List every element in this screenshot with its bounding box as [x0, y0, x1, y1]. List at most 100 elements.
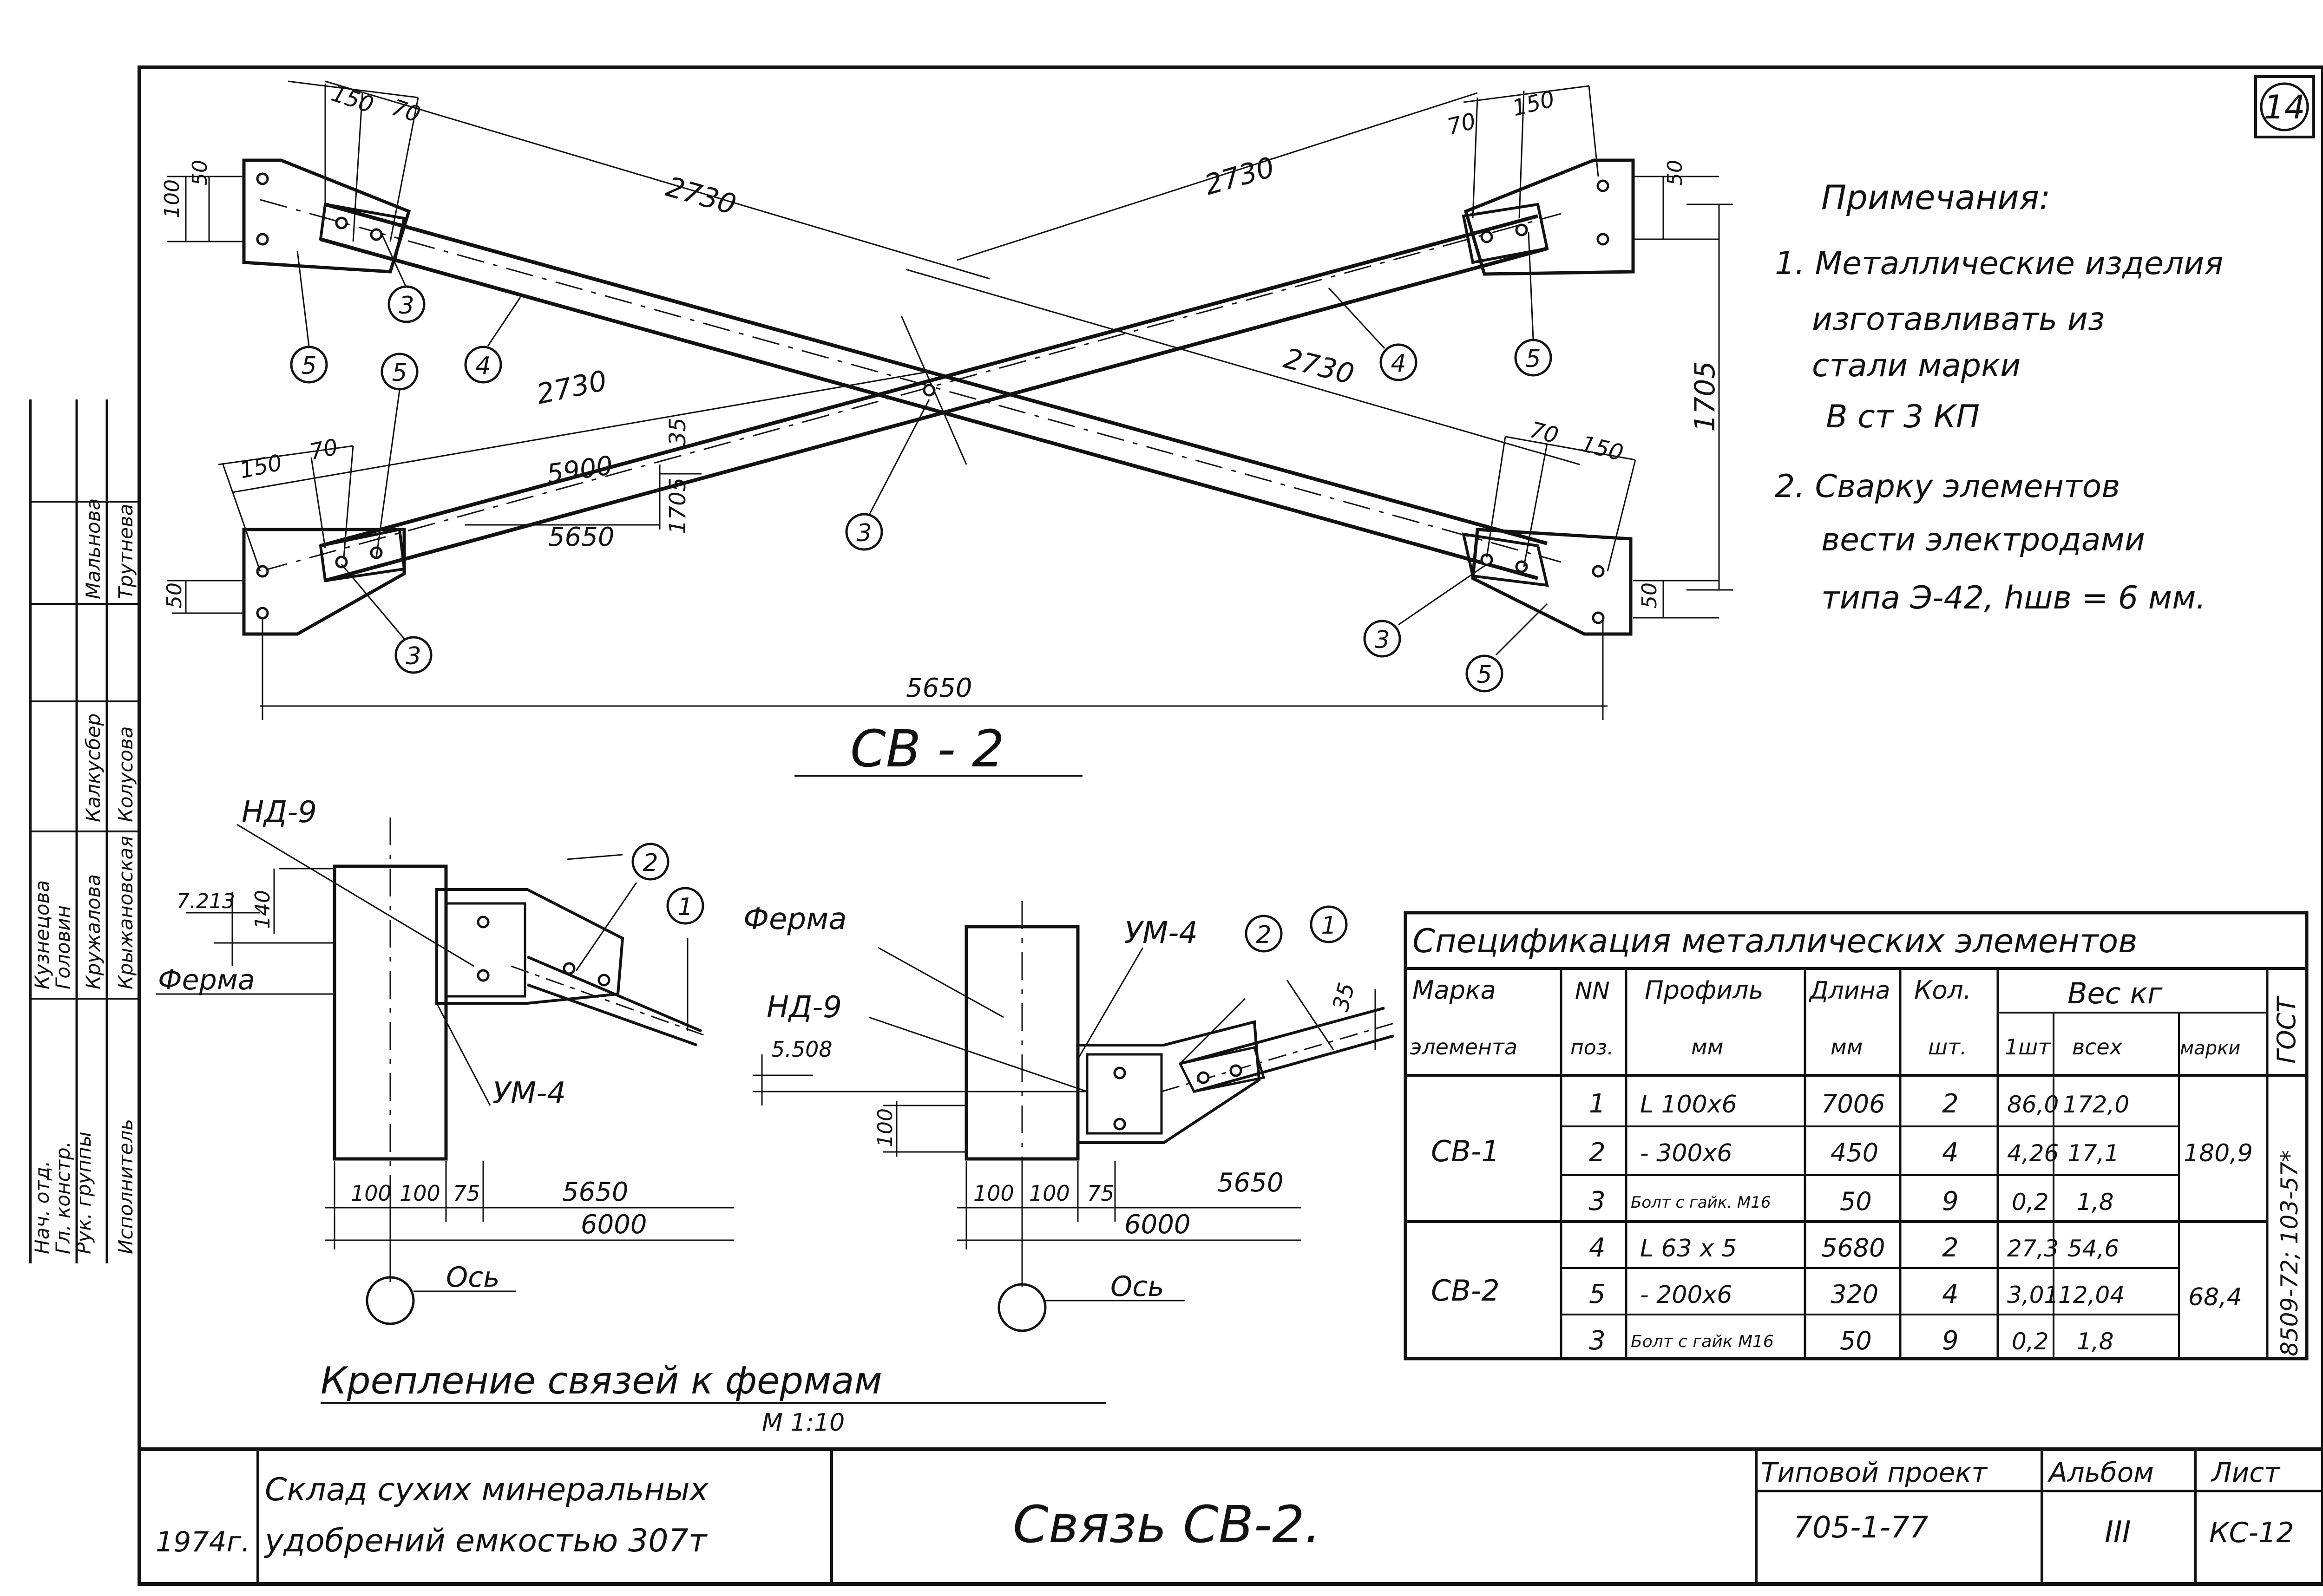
spec-gost: 8509-72; 103-57*: [2276, 1150, 2303, 1356]
spec-header: шт.: [1928, 1034, 1967, 1060]
svg-text:L 63 х 5: L 63 х 5: [1640, 1235, 1737, 1262]
detail-left-texts: НД-9 УМ-4 Ферма 7.213 140 100 100 75 565…: [158, 795, 693, 1294]
svg-text:4,26: 4,26: [2007, 1140, 2059, 1167]
spec-table-texts: Спецификация металлических элементов Мар…: [1410, 922, 2303, 1356]
album-value: III: [2105, 1515, 2131, 1550]
svg-text:3: 3: [856, 519, 872, 547]
svg-text:7006: 7006: [1821, 1089, 1885, 1119]
typical-project-value: 705-1-77: [1793, 1511, 1929, 1545]
project-title-1: Склад сухих минеральных: [265, 1472, 709, 1508]
bolt-hole: [1596, 233, 1609, 246]
dim-text: 150: [328, 80, 376, 118]
callout-2: 2: [643, 849, 658, 877]
svg-text:3: 3: [399, 292, 414, 320]
bolt-hole: [256, 233, 269, 246]
stamp-name-1: Кузнецова: [31, 880, 53, 989]
svg-text:4: 4: [475, 352, 491, 380]
svg-text:5: 5: [1525, 345, 1541, 373]
dim-text: 50: [188, 160, 212, 186]
detail-right-texts: Ферма УМ-4 НД-9 5.508 100 35 100 100 75 …: [743, 902, 1360, 1303]
spec-mark: СВ-1: [1431, 1134, 1500, 1168]
callout-3-center: 3: [845, 399, 930, 551]
dim-text: 75: [453, 1181, 480, 1206]
dim-text: 1705: [665, 477, 691, 534]
dim-text: 100: [400, 1181, 440, 1206]
dim-text: 2730: [534, 364, 610, 411]
callout-1: 1: [1321, 912, 1336, 940]
angle-end-bottom-left: [319, 528, 406, 582]
svg-text:172,0: 172,0: [2063, 1091, 2129, 1118]
gusset-plate-bottom-right: [1471, 528, 1633, 636]
svg-text:50: 50: [1840, 1326, 1872, 1355]
svg-text:5680: 5680: [1821, 1233, 1885, 1262]
stamp-name-5: Калкусбер: [82, 713, 105, 822]
dim-text: 100: [973, 1181, 1014, 1206]
detail-left: [156, 818, 734, 1325]
spec-row: 3 Болт с гайк М16 50 9 0,2 1,8: [1589, 1326, 2114, 1356]
spec-mark-weight: 180,9: [2184, 1139, 2253, 1167]
dim-text: 2730: [663, 170, 740, 221]
svg-text:50: 50: [1840, 1187, 1872, 1216]
bolt-hole: [256, 607, 269, 620]
bolt-hole: [256, 172, 269, 185]
svg-text:2: 2: [1942, 1089, 1959, 1119]
dim-text: 6000: [581, 1210, 647, 1240]
dim-text: 2730: [1280, 342, 1357, 391]
spec-header: Профиль: [1645, 975, 1764, 1005]
spec-header: марки: [2180, 1038, 2240, 1059]
callout-3-bottom-right: 3: [1363, 563, 1487, 658]
dim-text: 70: [307, 434, 340, 465]
svg-text:450: 450: [1831, 1138, 1878, 1167]
axis-label: Ось: [446, 1261, 500, 1294]
elevation: 5.508: [771, 1037, 833, 1062]
stamp-role-1: Нач. отд.: [31, 1161, 53, 1254]
spec-row: 3 Болт с гайк. М16 50 9 0,2 1,8: [1589, 1186, 2114, 1217]
dim-text: 100: [1029, 1181, 1070, 1206]
um-label: УМ-4: [1124, 916, 1198, 950]
svg-text:4: 4: [1942, 1138, 1959, 1168]
spec-header: NN: [1575, 977, 1610, 1004]
bolt-hole: [1592, 611, 1605, 624]
dim-text: 35: [1327, 980, 1360, 1014]
angle-end-top-right: [1462, 203, 1549, 264]
callout-5-top-right: 5: [1514, 232, 1552, 377]
note-line: изготавливать из: [1812, 301, 2105, 338]
svg-text:5: 5: [1589, 1279, 1606, 1309]
bolt-holes: [256, 172, 1609, 624]
notes: Примечания: 1. Металлические изделия изг…: [1775, 178, 2223, 616]
spec-row: 2 - 300х6 450 4 4,26 17,1: [1589, 1138, 2119, 1168]
callout-1: 1: [677, 893, 693, 921]
spec-header: Вес кг: [2067, 976, 2163, 1010]
callout-5-bottom-right: 5: [1465, 603, 1548, 693]
stamp-name-2: Головин: [52, 905, 74, 989]
stamp-role-2: Гл. констр.: [52, 1141, 74, 1254]
note-line: вести электродами: [1821, 522, 2145, 558]
axis-circle: [997, 1283, 1047, 1332]
svg-text:9: 9: [1942, 1186, 1959, 1217]
svg-text:3: 3: [1589, 1326, 1606, 1356]
dim-text: 70: [1527, 417, 1561, 449]
dim-text: 5650: [548, 522, 615, 552]
svg-text:Болт с гайк. М16: Болт с гайк. М16: [1631, 1193, 1771, 1212]
list-value: КС-12: [2209, 1517, 2294, 1549]
stamp-name-6: Колусова: [114, 726, 137, 823]
spec-header: 1шт: [2005, 1034, 2051, 1060]
stamp-name-4: Крыжановская: [114, 836, 137, 989]
spec-header: мм: [1691, 1034, 1723, 1060]
project-title-2: удобрений емкостью 307т: [264, 1523, 708, 1559]
callout-3-bottom-left: 3: [341, 564, 433, 674]
dim-text: 100: [160, 179, 184, 218]
svg-text:12,04: 12,04: [2058, 1282, 2125, 1308]
dim-text: 35: [665, 418, 691, 446]
svg-text:- 200х6: - 200х6: [1640, 1281, 1732, 1309]
spec-row: 4 L 63 х 5 5680 2 27,3 54,6: [1589, 1233, 2119, 1263]
dim-text: 75: [1087, 1181, 1115, 1206]
brace-member-2-axis: [260, 213, 1562, 572]
svg-text:5: 5: [301, 352, 316, 380]
svg-text:- 300х6: - 300х6: [1640, 1139, 1732, 1167]
angle-end-bottom-right: [1462, 532, 1549, 587]
dim-text: 5650: [562, 1177, 629, 1207]
bolt-hole: [1480, 230, 1493, 243]
bolt-hole: [1592, 565, 1605, 578]
